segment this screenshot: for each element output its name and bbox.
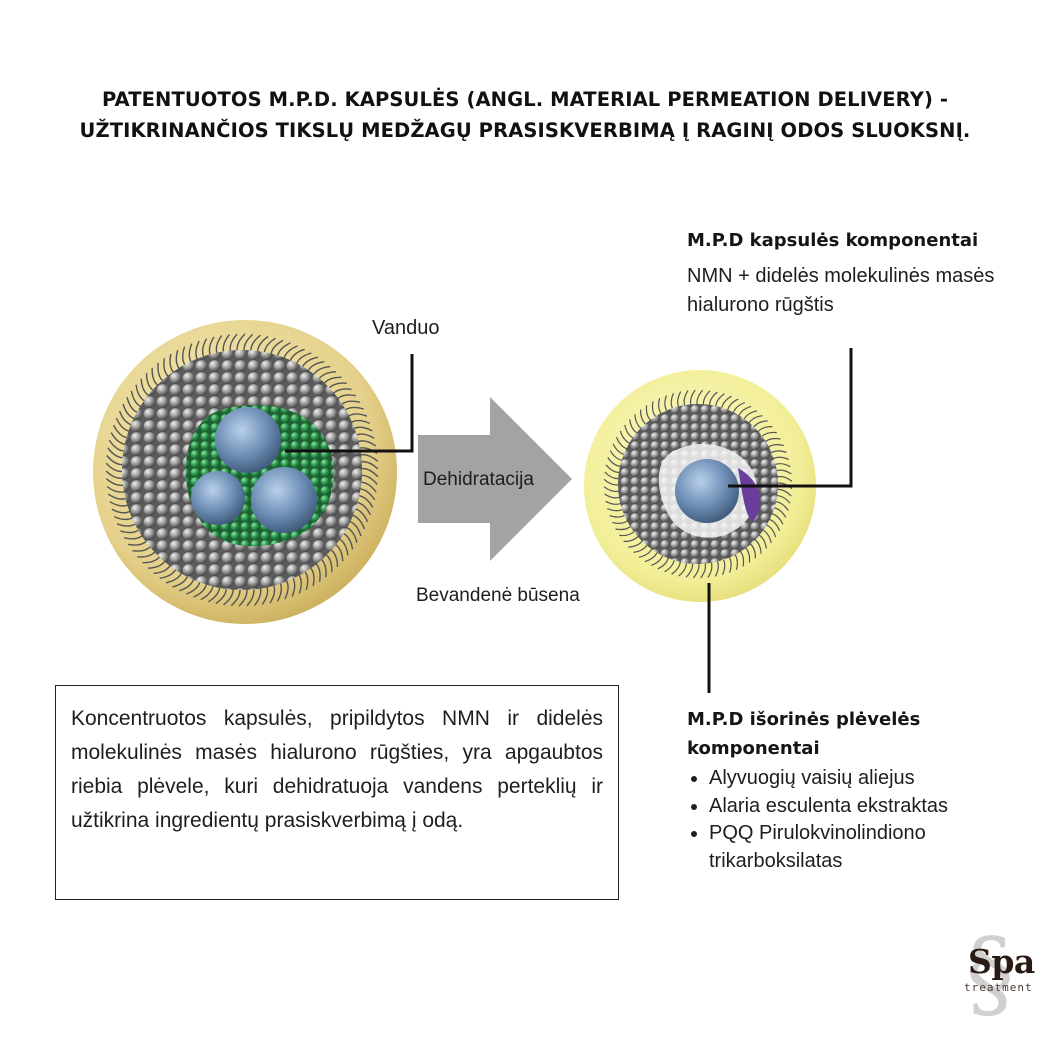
outer-film-heading: M.P.D išorinės plėvelės komponentai (687, 709, 921, 759)
info-box: Koncentruotos kapsulės, pripildytos NMN … (55, 685, 619, 900)
core-sphere (191, 471, 245, 525)
logo-subtitle: treatment (964, 981, 1033, 994)
logo-brand: Spa (968, 942, 1035, 981)
capsule-components-connector-line (728, 348, 853, 488)
list-item: Alaria esculenta ekstraktas (709, 793, 1029, 821)
spa-treatment-logo: § Spa treatment (958, 924, 1038, 1025)
dehydration-arrow (418, 397, 572, 561)
list-item: Alyvuogių vaisių aliejus (709, 765, 1029, 793)
anhydrous-state-label: Bevandenė būsena (416, 585, 580, 606)
core-sphere (251, 467, 317, 533)
info-box-text: Koncentruotos kapsulės, pripildytos NMN … (71, 707, 603, 832)
core-sphere (675, 459, 739, 523)
list-item: PQQ Pirulokvinolindiono trikarboksilatas (709, 820, 1029, 875)
anhydrous-capsule (584, 370, 816, 602)
hydrated-capsule (93, 320, 397, 624)
inner-membrane (738, 468, 761, 522)
capsule-components-heading: M.P.D kapsulės komponentai (687, 230, 979, 251)
water-connector-line (285, 354, 414, 453)
water-label: Vanduo (372, 317, 440, 339)
page-title: PATENTUOTOS M.P.D. KAPSULĖS (ANGL. MATER… (79, 88, 971, 142)
dehydration-label: Dehidratacija (423, 469, 534, 490)
capsule-components-text: NMN + didelės molekulinės masės hialuron… (687, 265, 995, 316)
logo-monogram-icon: § (966, 918, 1014, 1030)
outer-film-list: Alyvuogių vaisių aliejus Alaria esculent… (687, 765, 1029, 875)
core-sphere (215, 407, 281, 473)
